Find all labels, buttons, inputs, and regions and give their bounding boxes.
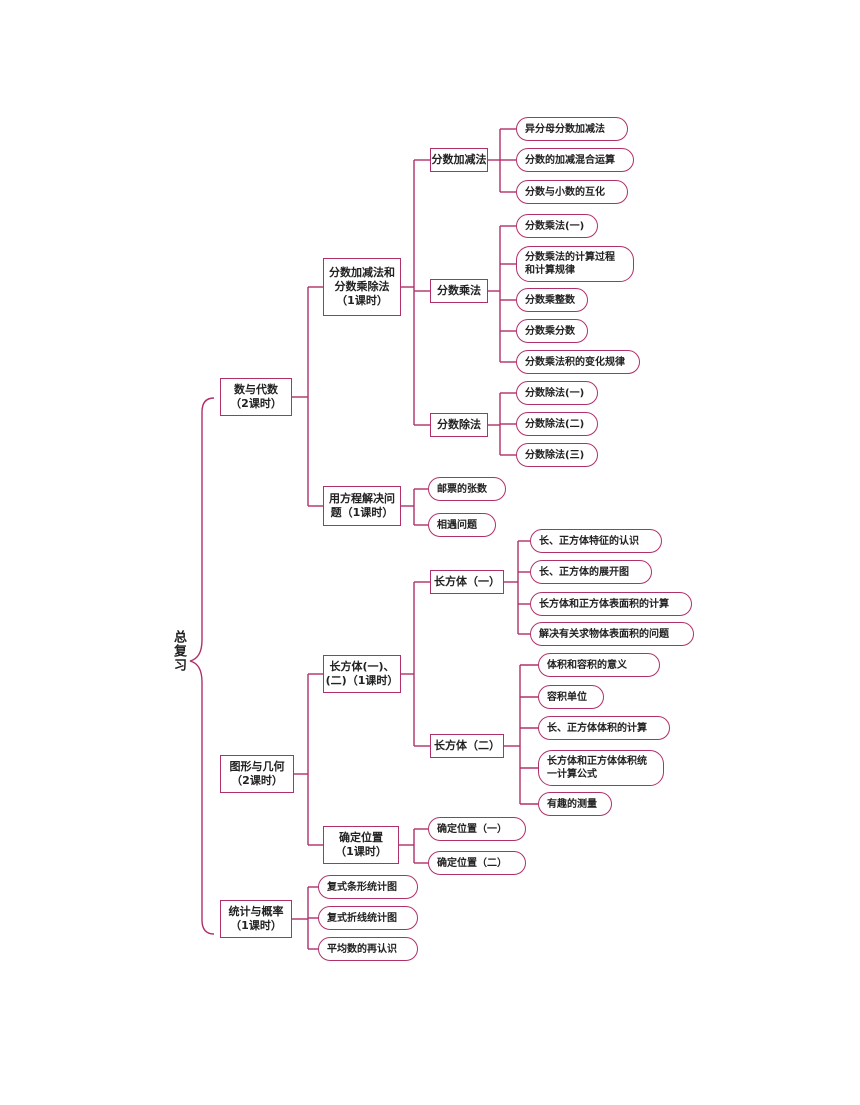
- root-label: 总复习: [171, 630, 186, 672]
- leaf-item: 确定位置（二）: [428, 851, 526, 875]
- node-cuboid: 长方体(一)、 (二)（1课时）: [323, 655, 401, 693]
- leaf-item: 分数乘法(一): [516, 214, 598, 238]
- node-cuboid-2: 长方体（二）: [430, 734, 504, 758]
- leaf-item: 异分母分数加减法: [516, 117, 628, 141]
- leaf-item: 解决有关求物体表面积的问题: [530, 622, 694, 646]
- leaf-item: 复式折线统计图: [318, 906, 418, 930]
- node-cuboid-1: 长方体（一）: [430, 570, 504, 594]
- leaf-item: 确定位置（一）: [428, 817, 526, 841]
- node-mult: 分数乘法: [430, 279, 488, 303]
- leaf-item: 分数除法(二): [516, 412, 598, 436]
- leaf-item: 分数除法(一): [516, 381, 598, 405]
- node-geometry: 图形与几何 （2课时）: [220, 755, 294, 793]
- node-addsub: 分数加减法: [430, 148, 488, 172]
- leaf-item: 分数乘分数: [516, 319, 588, 343]
- leaf-item: 长、正方体体积的计算: [538, 716, 670, 740]
- leaf-item: 分数乘法的计算过程 和计算规律: [516, 246, 634, 282]
- leaf-item: 分数乘整数: [516, 288, 588, 312]
- root-brace: [189, 397, 215, 935]
- leaf-item: 邮票的张数: [428, 477, 506, 501]
- leaf-item: 复式条形统计图: [318, 875, 418, 899]
- leaf-item: 容积单位: [538, 685, 604, 709]
- node-position: 确定位置 （1课时）: [323, 826, 399, 864]
- leaf-item: 分数与小数的互化: [516, 180, 628, 204]
- leaf-item: 分数乘法积的变化规律: [516, 350, 640, 374]
- leaf-item: 平均数的再认识: [318, 937, 418, 961]
- leaf-item: 相遇问题: [428, 513, 496, 537]
- leaf-item: 有趣的测量: [538, 792, 612, 816]
- node-stats: 统计与概率 （1课时）: [220, 900, 292, 938]
- node-equation: 用方程解决问 题（1课时）: [323, 486, 401, 526]
- leaf-item: 体积和容积的意义: [538, 653, 660, 677]
- node-algebra: 数与代数 （2课时）: [220, 378, 292, 416]
- leaf-item: 长、正方体特征的认识: [530, 529, 662, 553]
- leaf-item: 长方体和正方体表面积的计算: [530, 592, 692, 616]
- leaf-item: 长方体和正方体体积统 一计算公式: [538, 750, 664, 786]
- node-div: 分数除法: [430, 413, 488, 437]
- leaf-item: 分数的加减混合运算: [516, 148, 634, 172]
- leaf-item: 分数除法(三): [516, 443, 598, 467]
- leaf-item: 长、正方体的展开图: [530, 560, 652, 584]
- node-fraction-ops: 分数加减法和 分数乘除法 （1课时）: [323, 258, 401, 316]
